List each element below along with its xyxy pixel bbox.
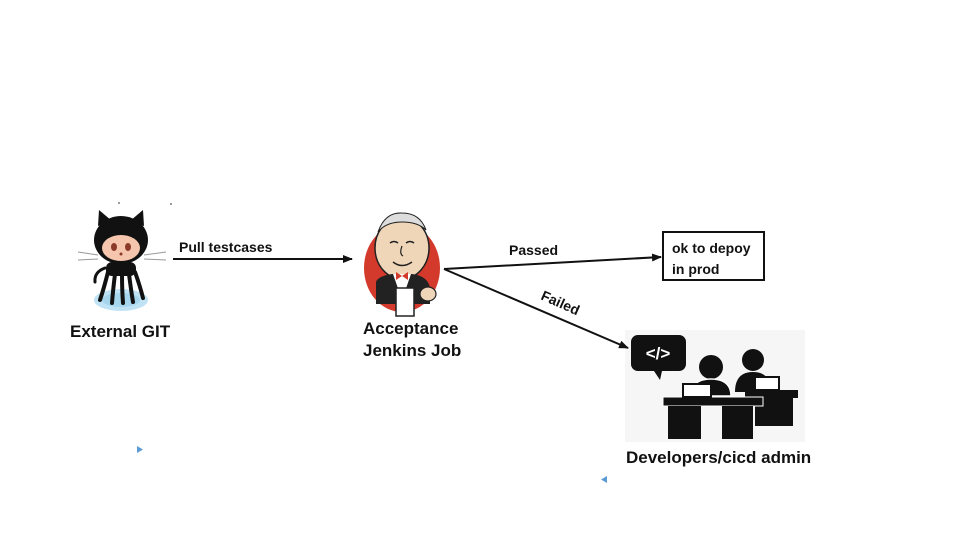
jenkins-label-line-2: Jenkins Job (363, 341, 462, 360)
jenkins-label-line-1: Acceptance (363, 319, 459, 338)
code-bubble-text: </> (646, 344, 671, 363)
node-label-developers: Developers/cicd admin (626, 448, 812, 467)
speck-dot-1 (118, 202, 120, 204)
developers-at-desks-icon (625, 330, 805, 442)
edge-label-pull: Pull testcases (179, 239, 273, 255)
edge-failed-line (443, 268, 629, 349)
jenkins-butler-icon (364, 212, 440, 317)
ok-to-deploy-box: ok to depoy in prod (662, 231, 765, 281)
blue-marker-left (137, 446, 143, 453)
result-line-1: ok to depoy (672, 240, 751, 256)
speck-dot-2 (170, 203, 172, 205)
node-label-external-git: External GIT (70, 322, 171, 341)
edge-label-passed: Passed (509, 242, 558, 258)
edge-passed-line (443, 253, 662, 270)
blue-marker-bottom (601, 476, 607, 483)
result-line-2: in prod (672, 261, 720, 277)
github-octocat-icon (77, 210, 167, 311)
node-label-jenkins-job: Acceptance Jenkins Job (363, 318, 461, 362)
